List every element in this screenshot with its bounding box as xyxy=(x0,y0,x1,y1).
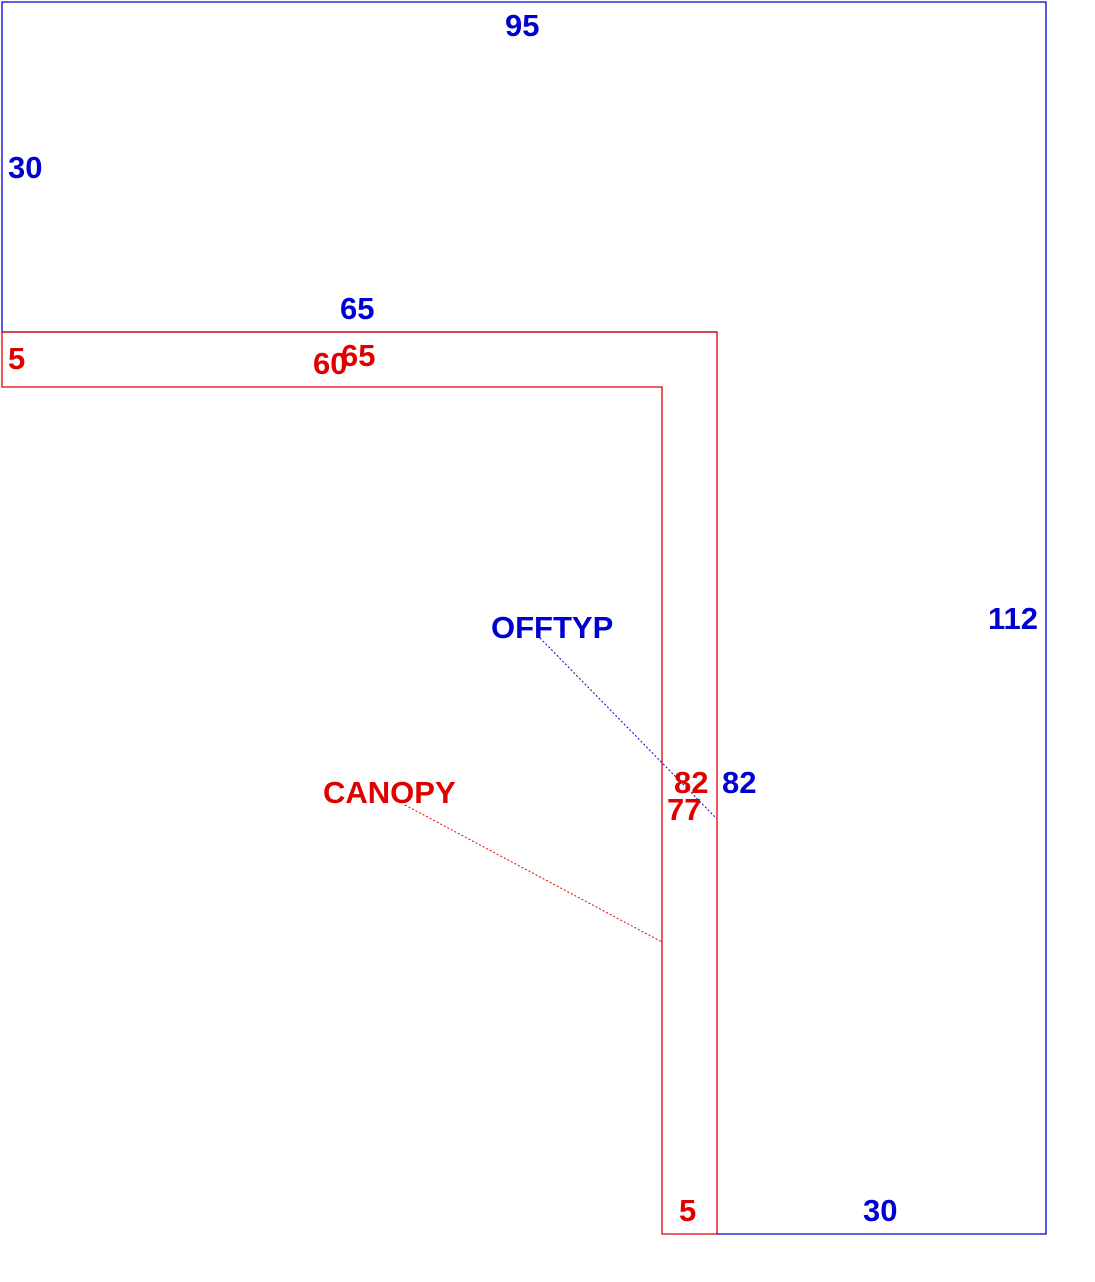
offtyp-dim-right: 112 xyxy=(988,601,1038,636)
canopy-dim-left: 5 xyxy=(8,341,25,376)
offtyp-leader-line xyxy=(539,637,717,819)
offtyp-dim-inner-right: 82 xyxy=(722,765,756,800)
canopy-leader-line xyxy=(404,804,663,943)
canopy-outline xyxy=(1,331,718,1235)
canopy-dim-inner-right: 77 xyxy=(667,792,701,827)
offtyp-dim-left: 30 xyxy=(8,150,42,185)
canopy-dim-top: 65 xyxy=(341,338,375,373)
offtyp-dim-inner-top: 65 xyxy=(340,291,374,326)
canopy-dim-inner-top: 60 xyxy=(313,346,347,381)
canopy-dim-outer-right: 82 xyxy=(674,765,708,800)
offtyp-zone-label: OFFTYP xyxy=(491,610,613,645)
offtyp-dim-bottom: 30 xyxy=(863,1193,897,1228)
canopy-dim-bottom: 5 xyxy=(679,1193,696,1228)
offtyp-dim-top: 95 xyxy=(505,8,539,43)
canopy-zone-label: CANOPY xyxy=(323,775,456,810)
